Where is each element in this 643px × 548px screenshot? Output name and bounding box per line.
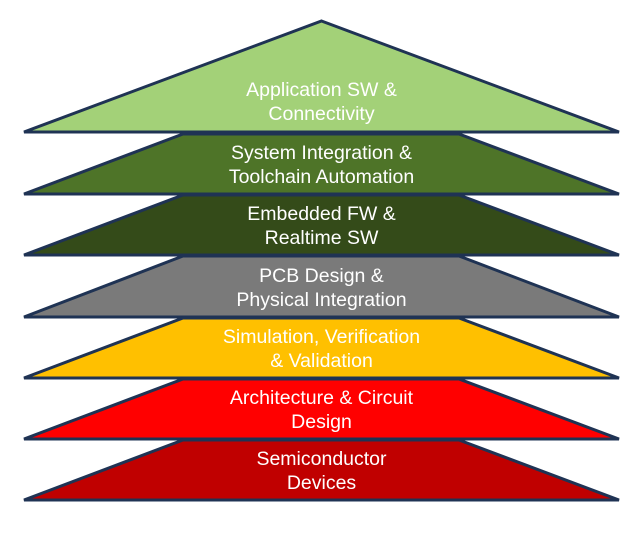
layer-label-line: Semiconductor xyxy=(256,448,387,470)
pyramid-layer-embedded-fw xyxy=(23,193,620,257)
layer-label-architecture: Architecture & Circuit Design xyxy=(172,386,472,434)
layer-label-line: Connectivity xyxy=(268,103,375,125)
layer-label-line: Architecture & Circuit xyxy=(229,387,414,409)
layer-label-application: Application SW & Connectivity xyxy=(172,78,472,126)
layer-label-simulation: Simulation, Verification & Validation xyxy=(172,325,472,373)
layer-label-embedded-fw: Embedded FW & Realtime SW xyxy=(172,202,472,250)
layer-label-line: Design xyxy=(291,411,352,433)
layer-label-line: & Validation xyxy=(270,350,373,372)
layer-label-line: System Integration & xyxy=(230,142,412,164)
layer-label-semiconductor: Semiconductor Devices xyxy=(172,447,472,495)
pyramid-layer-application xyxy=(23,19,620,134)
layer-label-pcb-design: PCB Design & Physical Integration xyxy=(172,264,472,312)
layer-label-line: Toolchain Automation xyxy=(228,166,415,188)
layer-label-line: Realtime SW xyxy=(264,227,379,249)
layer-label-line: Embedded FW & xyxy=(247,203,396,225)
pyramid-layer-semiconductor xyxy=(23,438,620,502)
layer-label-line: Physical Integration xyxy=(236,288,407,311)
layer-label-line: PCB Design & xyxy=(259,264,384,287)
layer-label-line: Simulation, Verification xyxy=(222,326,421,348)
layer-label-line: Application SW & xyxy=(246,79,397,101)
pyramid-layer-system-integration xyxy=(23,132,620,196)
layer-label-system-integration: System Integration & Toolchain Automatio… xyxy=(172,141,472,189)
pyramid-layer-architecture xyxy=(23,377,620,441)
layer-label-line: Devices xyxy=(286,472,357,494)
pyramid-layer-simulation xyxy=(23,316,620,380)
pyramid-layer-pcb-design xyxy=(23,254,620,319)
